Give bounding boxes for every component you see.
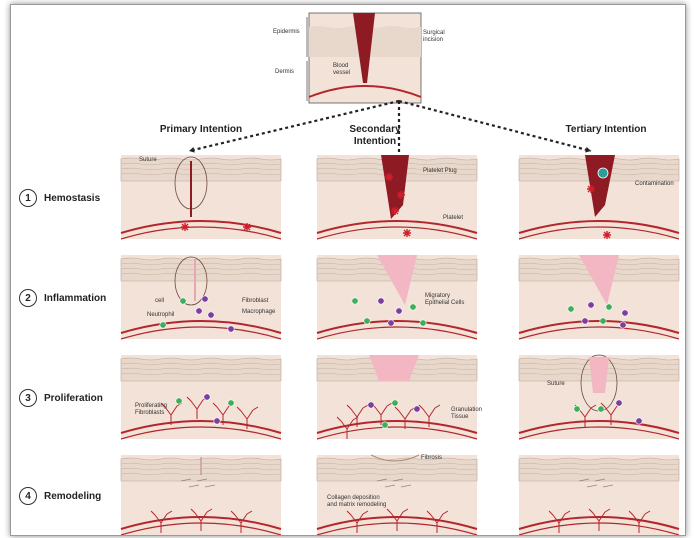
platelet-plug bbox=[385, 173, 393, 181]
stage-number: 3 bbox=[19, 389, 37, 407]
immune-cell bbox=[208, 312, 214, 318]
platelet-plug bbox=[397, 191, 405, 199]
immune-cell bbox=[228, 326, 234, 332]
immune-cell bbox=[622, 310, 628, 316]
proliferating-fibroblasts-label: Proliferating Fibroblasts bbox=[135, 403, 181, 417]
immune-cell bbox=[388, 320, 394, 326]
granulation-cell bbox=[368, 402, 374, 408]
platelet-burst bbox=[181, 223, 189, 231]
tertiary-intention-heading: Tertiary Intention bbox=[536, 124, 676, 136]
immune-cell bbox=[620, 322, 626, 328]
stage-proliferation: 3 Proliferation bbox=[19, 389, 103, 407]
stage-name: Hemostasis bbox=[44, 193, 100, 204]
cell-label: cell bbox=[155, 298, 164, 305]
neutrophil-label: Neutrophil bbox=[147, 312, 174, 319]
primary-intention-heading: Primary Intention bbox=[131, 124, 271, 136]
suture-tertiary-label: Suture bbox=[547, 381, 565, 388]
arrow-head-0 bbox=[189, 147, 195, 153]
proliferating-cell bbox=[616, 400, 622, 406]
suture-label: Suture bbox=[139, 157, 157, 164]
platelet-label: Platelet bbox=[443, 215, 463, 222]
figure-frame: Epidermis Dermis Surgical incision Blood… bbox=[10, 4, 686, 536]
stage-number: 2 bbox=[19, 289, 37, 307]
fibroblast-cell bbox=[204, 394, 210, 400]
fibrosis-label: Fibrosis bbox=[421, 455, 442, 462]
contamination-label: Contamination bbox=[635, 181, 674, 188]
fibroblast-label: Fibroblast bbox=[242, 298, 268, 305]
immune-cell bbox=[420, 320, 426, 326]
macrophage-label: Macrophage bbox=[242, 309, 275, 316]
platelet-plug bbox=[587, 185, 595, 193]
immune-cell bbox=[582, 318, 588, 324]
stage-remodeling: 4 Remodeling bbox=[19, 487, 101, 505]
collagen-label: Collagen deposition and matrix remodelin… bbox=[327, 495, 387, 509]
epidermis-label: Epidermis bbox=[273, 29, 300, 36]
immune-cell bbox=[568, 306, 574, 312]
proliferating-cell bbox=[636, 418, 642, 424]
immune-cell bbox=[180, 298, 186, 304]
stage-number: 1 bbox=[19, 189, 37, 207]
immune-cell bbox=[606, 304, 612, 310]
stage-name: Inflammation bbox=[44, 293, 106, 304]
arrow-head-2 bbox=[585, 147, 591, 153]
stage-name: Proliferation bbox=[44, 393, 103, 404]
secondary-intention-heading: Secondary Intention bbox=[339, 124, 411, 148]
migratory-epithelial-label: Migratory Epithelial Cells bbox=[425, 293, 469, 307]
granulation-tissue-label: Granulation Tissue bbox=[451, 407, 491, 421]
immune-cell bbox=[396, 308, 402, 314]
immune-cell bbox=[600, 318, 606, 324]
proliferating-cell bbox=[598, 406, 604, 412]
stage-number: 4 bbox=[19, 487, 37, 505]
immune-cell bbox=[588, 302, 594, 308]
immune-cell bbox=[352, 298, 358, 304]
granulation-cell bbox=[382, 422, 388, 428]
proliferating-cell bbox=[574, 406, 580, 412]
immune-cell bbox=[364, 318, 370, 324]
granulation-cell bbox=[414, 406, 420, 412]
platelet-burst bbox=[243, 223, 251, 231]
platelet-burst bbox=[403, 229, 411, 237]
contamination-particle bbox=[598, 168, 608, 178]
blood-vessel-label: Blood vessel bbox=[333, 63, 361, 77]
surgical-incision-label: Surgical incision bbox=[423, 30, 463, 44]
stage-hemostasis: 1 Hemostasis bbox=[19, 189, 100, 207]
fibroblast-cell bbox=[214, 418, 220, 424]
wound-healing-illustration bbox=[11, 5, 685, 535]
immune-cell bbox=[410, 304, 416, 310]
platelet-burst bbox=[603, 231, 611, 239]
stage-inflammation: 2 Inflammation bbox=[19, 289, 106, 307]
immune-cell bbox=[196, 308, 202, 314]
immune-cell bbox=[378, 298, 384, 304]
stage-name: Remodeling bbox=[44, 491, 101, 502]
immune-cell bbox=[160, 322, 166, 328]
fibroblast-cell bbox=[228, 400, 234, 406]
platelet-plug-label: Platelet Plug bbox=[423, 168, 457, 175]
platelet-plug bbox=[391, 207, 399, 215]
immune-cell bbox=[202, 296, 208, 302]
granulation-cell bbox=[392, 400, 398, 406]
dermis-label: Dermis bbox=[275, 69, 294, 76]
